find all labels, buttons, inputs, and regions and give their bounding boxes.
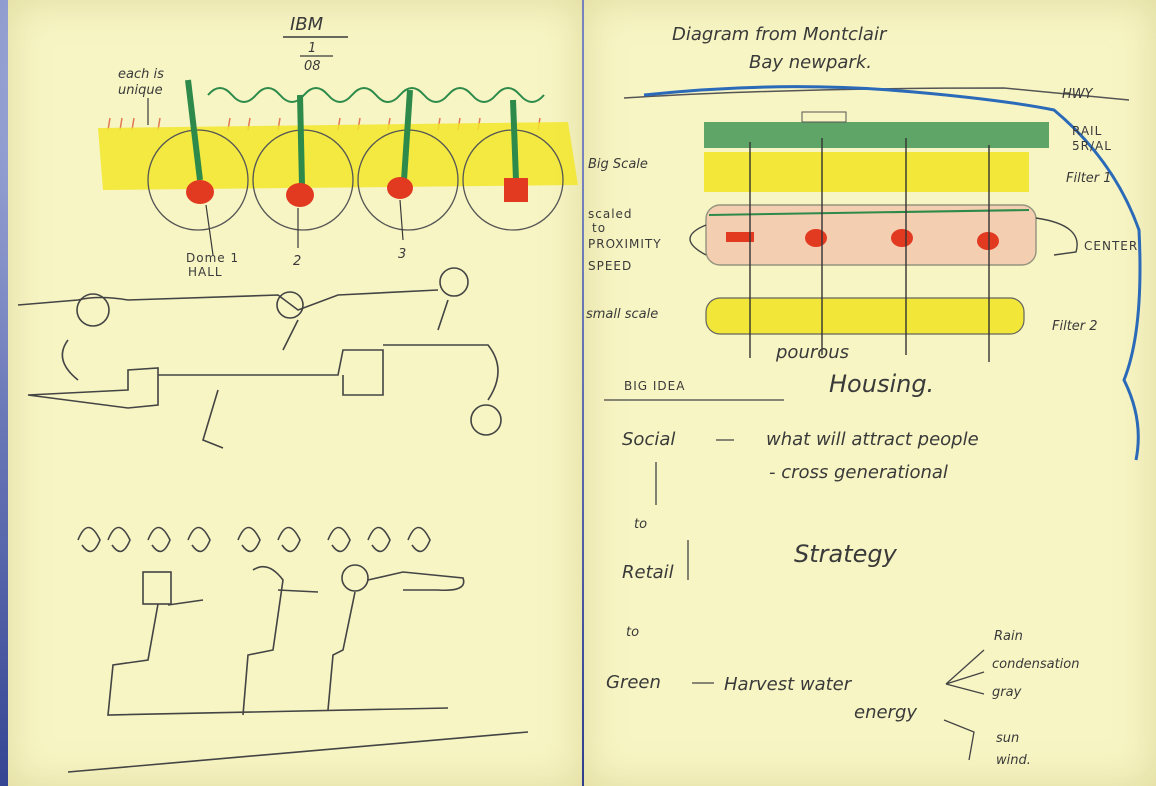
small-scale-label: small scale: [586, 307, 658, 322]
right-sketch-page: Diagram from Montclair Bay newpark. HWY …: [584, 0, 1156, 786]
note-each: each is: [118, 67, 164, 82]
filter2-label: Filter 2: [1052, 319, 1098, 334]
big-idea-label: BIG IDEA: [624, 379, 685, 393]
rail-label-2: 5R/AL: [1072, 139, 1112, 153]
heading-line2: Bay newpark.: [749, 52, 872, 73]
note-unique: unique: [118, 83, 163, 98]
proximity-label: PROXIMITY: [588, 237, 662, 251]
sun-label: sun: [996, 731, 1019, 746]
left-sketch-page: IBM 1 08 each is unique: [8, 0, 582, 786]
energy-label: energy: [854, 702, 917, 723]
green-wave: [208, 88, 544, 102]
rail-label: RAIL: [1072, 124, 1102, 138]
center-label: CENTER: [1084, 239, 1138, 253]
to-label: to: [592, 221, 606, 235]
right-sketch: Diagram from Montclair Bay newpark. HWY …: [584, 0, 1156, 786]
label-3: 3: [398, 247, 406, 262]
branch-lines: [944, 650, 984, 760]
wind-label: wind.: [996, 753, 1031, 768]
green-label: Green: [606, 672, 661, 693]
speed-label: SPEED: [588, 259, 632, 273]
housing-label: Housing.: [829, 370, 934, 398]
strategy-label: Strategy: [794, 540, 898, 568]
heading-line1: Diagram from Montclair: [672, 24, 888, 45]
green-rail-band: [704, 122, 1049, 148]
social-label: Social: [622, 429, 675, 450]
big-scale-label: Big Scale: [588, 157, 648, 172]
yellow-band-top: [704, 152, 1029, 192]
to-label-2: to: [626, 625, 639, 640]
to-label-1: to: [634, 517, 647, 532]
fraction-denominator: 08: [304, 59, 321, 74]
porous-label: pourous: [775, 342, 849, 363]
gray-label: gray: [992, 685, 1022, 700]
scaled-label: scaled: [588, 207, 633, 221]
left-sketch: IBM 1 08 each is unique: [8, 0, 582, 786]
social-line2: - cross generational: [769, 462, 948, 483]
rain-label: Rain: [994, 629, 1023, 644]
pencil-doodles: [18, 268, 528, 772]
yellow-band-bottom: [706, 298, 1024, 334]
ibm-title: IBM: [290, 14, 324, 35]
hwy-label: HWY: [1062, 87, 1094, 102]
harvest-water-label: Harvest water: [724, 674, 853, 695]
filter1-label: Filter 1: [1066, 171, 1112, 186]
social-line1: what will attract people: [766, 429, 979, 450]
condensation-label: condensation: [992, 657, 1079, 672]
fraction-numerator: 1: [308, 41, 316, 56]
retail-label: Retail: [622, 562, 674, 583]
label-dome: Dome 1: [186, 251, 239, 265]
label-hall: HALL: [188, 265, 223, 279]
label-2: 2: [293, 254, 301, 269]
